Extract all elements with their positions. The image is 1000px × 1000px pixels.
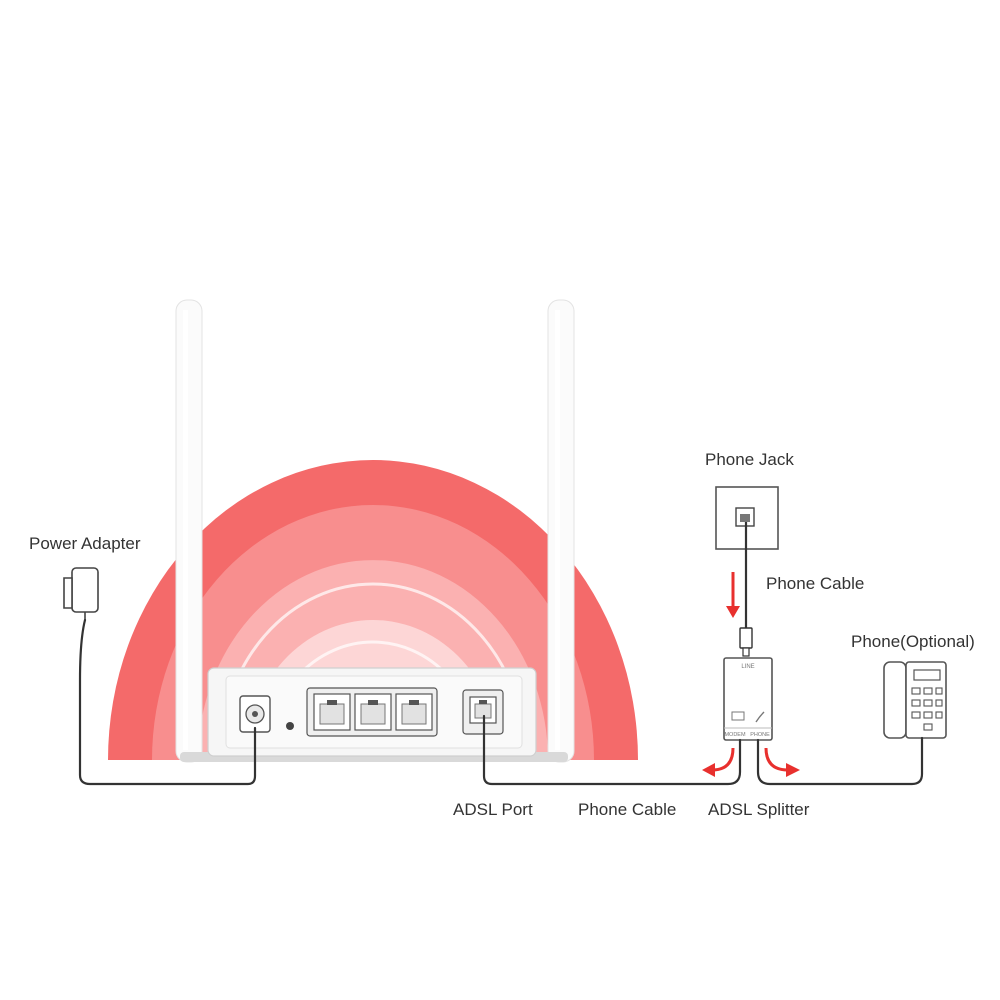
power-cable	[78, 618, 257, 786]
lan-port-1	[313, 693, 351, 731]
splitter-phone-label: PHONE	[750, 732, 770, 738]
label-phone-optional: Phone(Optional)	[851, 632, 975, 651]
lan-ports	[306, 687, 438, 737]
reset-button	[286, 722, 294, 730]
desk-phone-icon	[883, 661, 947, 739]
label-phone-jack: Phone Jack	[705, 450, 794, 469]
label-phone-cable-top: Phone Cable	[766, 574, 864, 593]
splitter-line-label: LINE	[741, 664, 754, 670]
phone-cable-splitter-to-phone	[756, 736, 924, 786]
router	[175, 299, 575, 763]
phone-cable-splitter-to-router	[482, 714, 742, 786]
lan-port-3	[395, 693, 433, 731]
splitter-modem-label: MODEM	[724, 732, 746, 738]
rj11-plug-icon	[739, 627, 753, 657]
label-phone-cable-bottom: Phone Cable	[578, 800, 676, 819]
label-power-adapter: Power Adapter	[29, 534, 141, 553]
arrow-down-icon	[726, 572, 740, 618]
label-adsl-splitter: ADSL Splitter	[708, 800, 810, 819]
cables	[78, 618, 924, 786]
arrow-left-icon	[702, 747, 735, 777]
router-power-port	[239, 695, 271, 733]
antenna-left	[175, 299, 203, 763]
arrow-right-icon	[764, 747, 800, 777]
power-adapter-icon	[63, 567, 99, 620]
adsl-splitter-icon: LINE MODEM PHONE	[723, 657, 773, 741]
label-adsl-port: ADSL Port	[453, 800, 533, 819]
lan-port-2	[354, 693, 392, 731]
antenna-right	[547, 299, 575, 763]
